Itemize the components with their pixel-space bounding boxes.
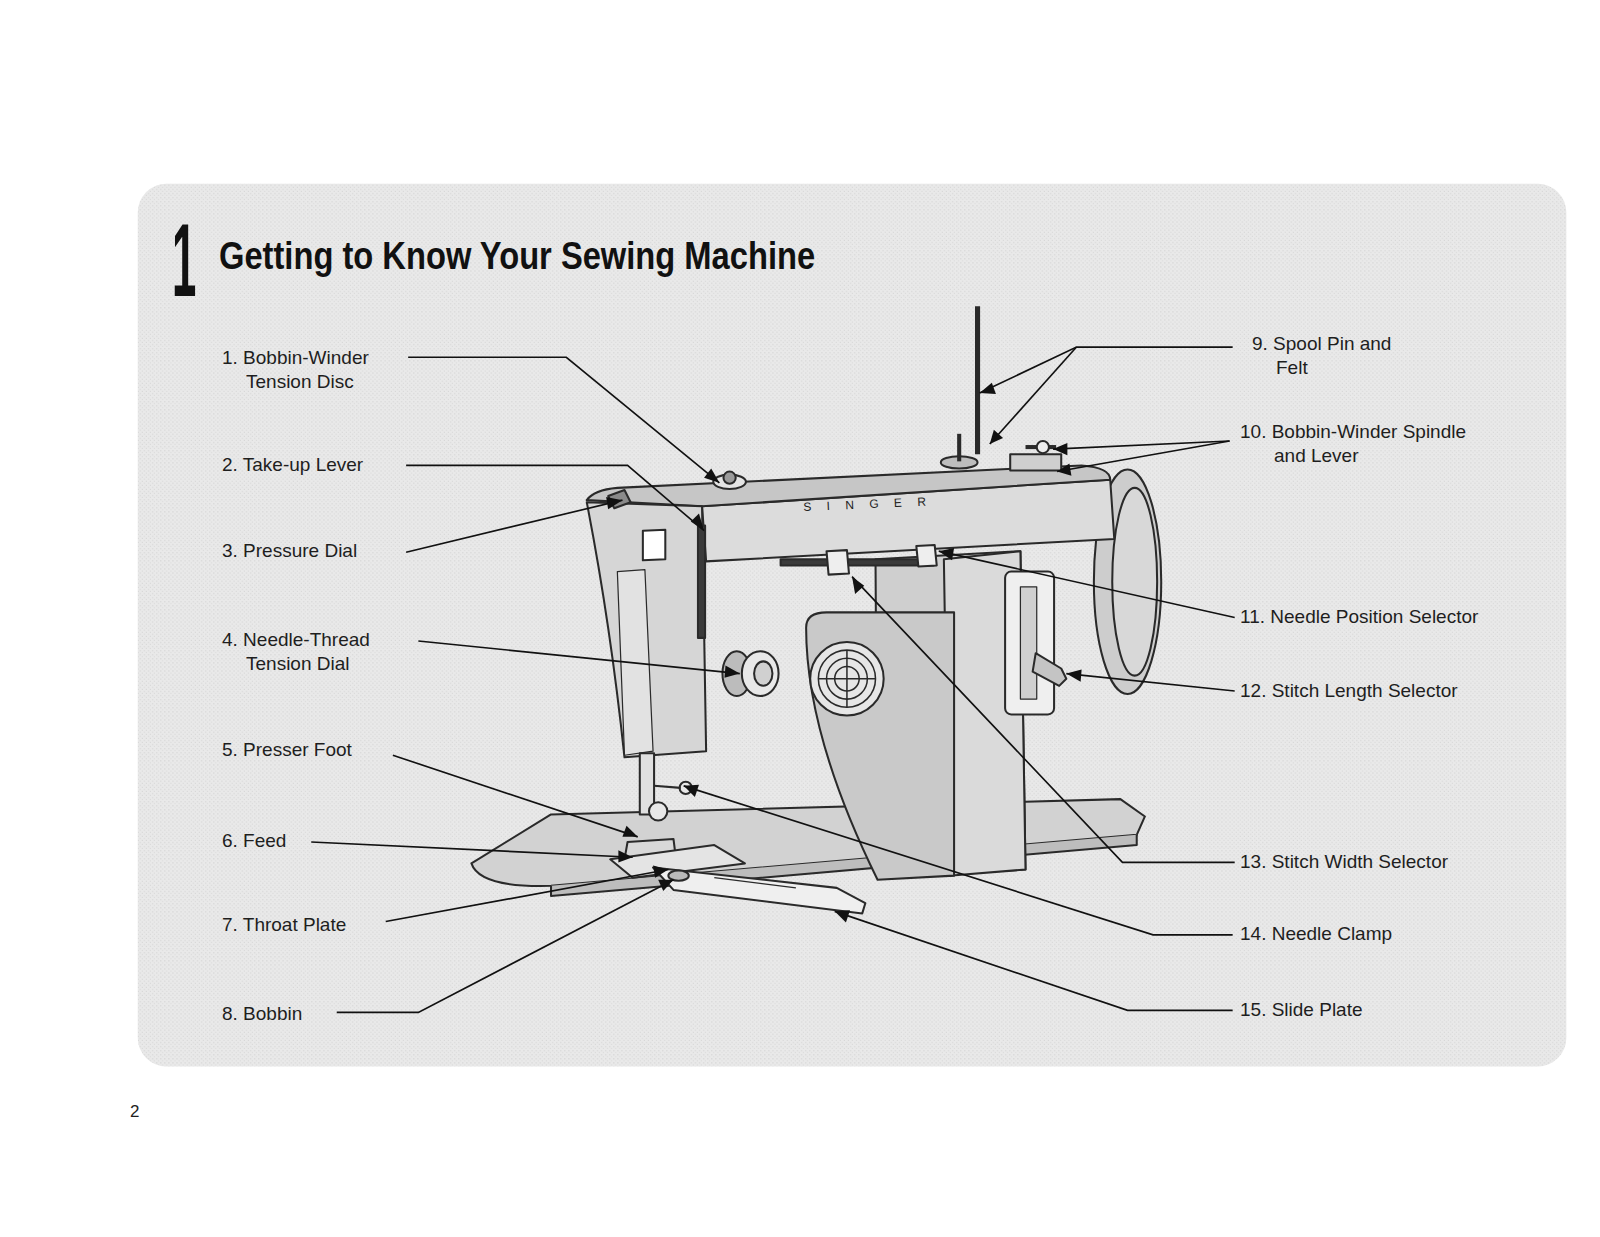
background-panel — [138, 184, 1567, 1067]
machine-drawing — [471, 306, 1161, 913]
part-label: 12. Stitch Length Selector — [1240, 679, 1458, 703]
part-label: 11. Needle Position Selector — [1240, 605, 1478, 629]
part-label: 15. Slide Plate — [1240, 998, 1363, 1022]
part-label: 9. Spool Pin and Felt — [1252, 332, 1401, 380]
page-title: Getting to Know Your Sewing Machine — [219, 234, 815, 278]
part-label: 3. Pressure Dial — [222, 539, 357, 563]
part-label: 7. Throat Plate — [222, 913, 346, 937]
leader-lines — [311, 347, 1234, 1012]
part-label: 13. Stitch Width Selector — [1240, 850, 1448, 874]
chapter-number: 1 — [172, 206, 196, 314]
part-label: 4. Needle-Thread Tension Dial — [222, 628, 431, 676]
part-label: 1. Bobbin-Winder Tension Disc — [222, 346, 431, 394]
leader-arrowheads — [606, 383, 1082, 923]
part-label: 2. Take-up Lever — [222, 453, 363, 477]
part-label: 10. Bobbin-Winder Spindle and Lever — [1240, 420, 1474, 468]
part-label: 6. Feed — [222, 829, 286, 853]
page-number: 2 — [130, 1100, 139, 1124]
part-label: 8. Bobbin — [222, 1002, 302, 1026]
part-label: 14. Needle Clamp — [1240, 922, 1392, 946]
part-label: 5. Presser Foot — [222, 738, 352, 762]
